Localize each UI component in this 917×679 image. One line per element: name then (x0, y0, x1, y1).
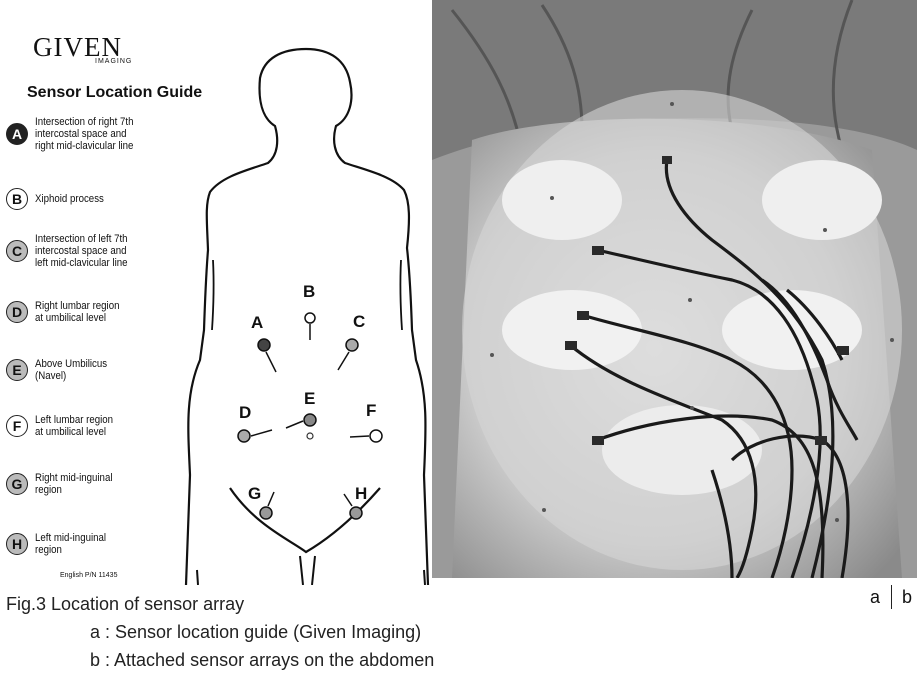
site-label-d: D (239, 403, 251, 423)
figure-caption-a: a : Sensor location guide (Given Imaging… (90, 622, 421, 643)
panel-label-a: a (870, 587, 880, 608)
panel-label-b: b (902, 587, 912, 608)
site-label-a: A (251, 313, 263, 333)
site-label-e: E (304, 389, 315, 409)
sensor-marker-g (260, 492, 274, 519)
site-label-f: F (366, 401, 376, 421)
sensor-marker-c (338, 339, 358, 370)
site-label-b: B (303, 282, 315, 302)
abdomen-photo-panel (432, 0, 917, 578)
site-label-h: H (355, 484, 367, 504)
sensor-marker-e (286, 414, 316, 428)
sensor-marker-b (305, 313, 315, 340)
sensor-marker-a (258, 339, 276, 372)
site-label-c: C (353, 312, 365, 332)
panel-label-divider (891, 585, 892, 609)
sensor-location-guide-panel: GIVEN IMAGING Sensor Location Guide A In… (0, 0, 432, 585)
abdomen-photo (432, 0, 917, 578)
site-label-g: G (248, 484, 261, 504)
sensor-marker-d (238, 430, 272, 442)
figure-caption-b: b : Attached sensor arrays on the abdome… (90, 650, 434, 671)
figure-caption-title: Fig.3 Location of sensor array (6, 594, 244, 615)
sensor-marker-f (350, 430, 382, 442)
